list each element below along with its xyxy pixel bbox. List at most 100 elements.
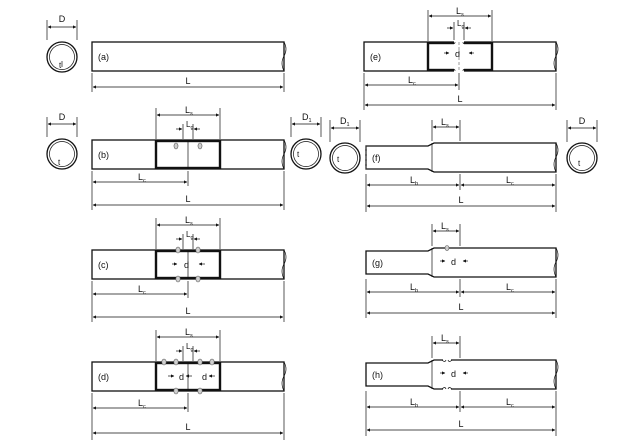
svg-text:Lc: Lc xyxy=(138,284,146,296)
svg-text:Lc: Lc xyxy=(408,75,416,87)
thickness-label: t xyxy=(297,150,300,159)
d-label: d xyxy=(451,257,456,267)
ls-sub: s xyxy=(190,221,193,227)
lc-label: L xyxy=(506,282,511,292)
ls-sub: s xyxy=(461,12,464,18)
tube-body xyxy=(365,359,557,390)
lc-sub: c xyxy=(511,181,514,187)
panel-c: (c) Ls Lg d Lc L xyxy=(91,215,287,322)
length-label: L xyxy=(185,306,190,316)
panel-label: (h) xyxy=(372,370,383,380)
lb-sub: b xyxy=(415,288,418,294)
cross-section-right-f: D t xyxy=(566,116,598,174)
length-label: L xyxy=(458,195,463,205)
ls-label: L xyxy=(441,221,446,231)
hole-marker xyxy=(175,246,181,254)
lc-sub: c xyxy=(511,403,514,409)
panel-label: (e) xyxy=(370,52,381,62)
outer-circle xyxy=(46,41,78,73)
svg-text:Lb: Lb xyxy=(410,397,418,409)
lg-label: L xyxy=(186,230,191,239)
svg-text:Lb: Lb xyxy=(410,175,418,187)
svg-text:Ls: Ls xyxy=(185,215,193,227)
outer1-sub: 1 xyxy=(347,122,350,128)
lc-sub: c xyxy=(143,290,146,296)
svg-text:D1: D1 xyxy=(302,112,312,124)
outer-diameter-label: D xyxy=(59,112,66,122)
lc-label: L xyxy=(408,75,413,85)
outer-diameter-label: D xyxy=(59,14,66,24)
svg-text:Lg: Lg xyxy=(186,342,194,353)
lb-label: L xyxy=(410,175,415,185)
hole-marker xyxy=(173,387,179,395)
cross-section-right-b: D1 t xyxy=(290,112,322,170)
lb-label: L xyxy=(410,397,415,407)
svg-text:Lc: Lc xyxy=(138,398,146,410)
svg-text:Lc: Lc xyxy=(506,175,514,187)
lg-sub: g xyxy=(190,235,193,241)
lg-sub: g xyxy=(461,24,464,30)
ls-label: L xyxy=(441,117,446,127)
hole-marker xyxy=(175,275,181,283)
outer2-sub: 1 xyxy=(309,118,312,124)
panel-label: (c) xyxy=(98,260,109,270)
panel-d: (d) Ls Lg d d Lc L xyxy=(91,327,287,440)
panel-f: D1 t (f) Ls Lb Lc L D t xyxy=(329,116,598,212)
panel-e: (e) Ls Lg d Lc L xyxy=(363,6,559,110)
hole-marker xyxy=(209,358,215,366)
ls-sub: s xyxy=(190,111,193,117)
hole-marker xyxy=(161,358,167,366)
lc-label: L xyxy=(138,172,143,182)
notch-marker xyxy=(451,41,467,72)
tube-body xyxy=(365,142,557,173)
cross-section-left-f: D1 t xyxy=(329,116,361,174)
outer-diameter-label: D xyxy=(579,116,586,126)
svg-text:Lg: Lg xyxy=(457,19,465,30)
svg-text:Lg: Lg xyxy=(186,230,194,241)
panel-a: D t (a) L xyxy=(46,14,287,92)
hole-marker xyxy=(195,275,201,283)
svg-text:Lg: Lg xyxy=(186,120,194,131)
outer1-label: D xyxy=(340,116,347,126)
svg-text:Ls: Ls xyxy=(441,221,449,233)
d-label: d xyxy=(455,49,460,59)
panel-label: (g) xyxy=(372,258,383,268)
outer2-label: D xyxy=(302,112,309,122)
hole-marker xyxy=(173,358,179,366)
thickness-label: t xyxy=(59,61,62,70)
panel-g: (g) Ls d Lb Lc L xyxy=(365,221,559,318)
svg-text:Ls: Ls xyxy=(441,117,449,129)
notch-marker xyxy=(441,359,453,390)
cross-section-left-b: D t xyxy=(46,112,78,170)
ls-sub: s xyxy=(446,227,449,233)
panel-label: (a) xyxy=(98,52,109,62)
thickness-label: t xyxy=(578,159,581,168)
lc-label: L xyxy=(506,175,511,185)
svg-text:D1: D1 xyxy=(340,116,350,128)
svg-text:Ls: Ls xyxy=(456,6,464,18)
d-label: d xyxy=(451,369,456,379)
lg-sub: g xyxy=(190,125,193,131)
lg-label: L xyxy=(186,120,191,129)
lc-sub: c xyxy=(143,404,146,410)
ls-label: L xyxy=(185,105,190,115)
tube-body xyxy=(91,41,285,72)
d-label: d xyxy=(184,260,189,270)
svg-text:Lc: Lc xyxy=(506,282,514,294)
d1-label: d xyxy=(179,372,184,382)
hole-marker xyxy=(195,246,201,254)
lg-label: L xyxy=(186,342,191,351)
ls-sub: s xyxy=(446,339,449,345)
svg-text:Ls: Ls xyxy=(185,327,193,339)
lb-sub: b xyxy=(415,181,418,187)
lg-label: L xyxy=(457,19,462,28)
length-label: L xyxy=(185,194,190,204)
length-label: L xyxy=(458,419,463,429)
thickness-label: t xyxy=(337,155,340,164)
ls-label: L xyxy=(185,215,190,225)
lb-sub: b xyxy=(415,403,418,409)
panel-h: (h) Ls d Lb Lc L xyxy=(365,333,559,436)
lg-sub: g xyxy=(190,347,193,353)
ls-label: L xyxy=(441,333,446,343)
